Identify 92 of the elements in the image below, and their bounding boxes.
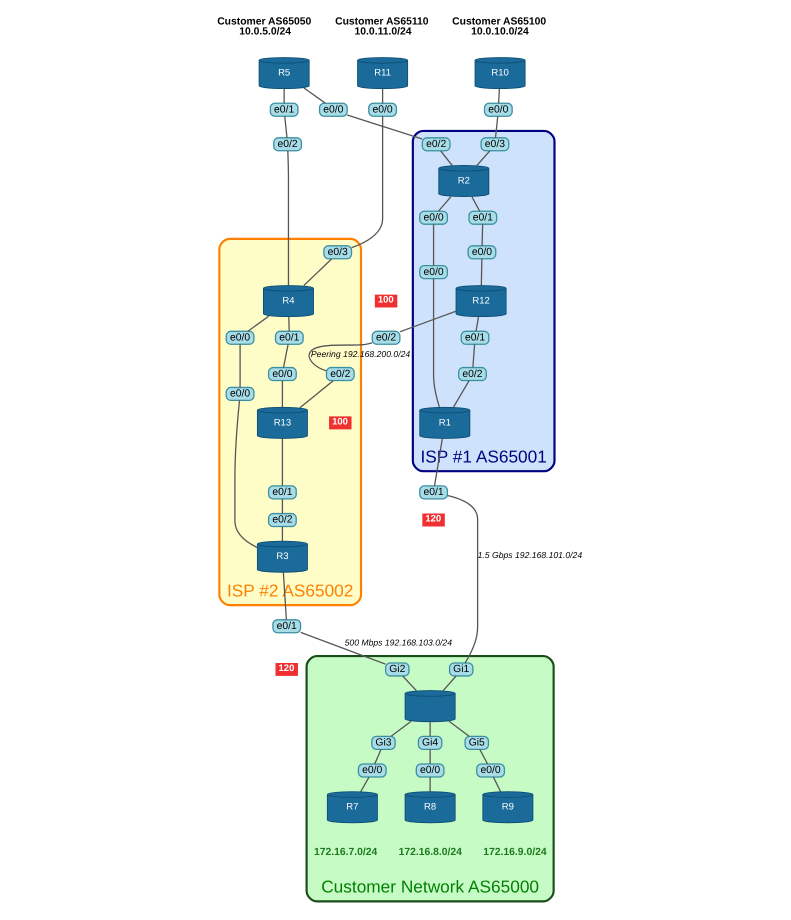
node-box: e0/0 — [476, 763, 505, 778]
connector — [234, 400, 258, 548]
connector — [498, 88, 500, 104]
connector — [284, 116, 288, 138]
node-box: e0/1 — [274, 330, 304, 345]
connector — [442, 676, 456, 692]
node-label: 100 — [332, 416, 348, 428]
node-box: e0/1 — [269, 102, 298, 117]
connector — [478, 749, 488, 764]
connector — [300, 632, 386, 665]
node-label: Customer AS65050 — [216, 16, 311, 28]
connector — [303, 87, 326, 104]
connector — [440, 150, 452, 166]
node-box: e0/0 — [318, 102, 348, 117]
node-box: Gi2 — [384, 662, 410, 677]
connector — [360, 776, 370, 792]
connector — [302, 258, 332, 286]
node-box: Gi5 — [464, 736, 489, 750]
connector — [286, 150, 289, 286]
connector — [474, 316, 479, 332]
connector — [432, 224, 434, 266]
connector — [381, 88, 383, 104]
node-box: e0/0 — [466, 245, 496, 260]
node-box: Gi4 — [417, 736, 442, 750]
connector — [281, 526, 283, 542]
connector — [350, 116, 383, 248]
connector — [428, 777, 430, 792]
node-box: e0/0 — [415, 763, 444, 778]
connector — [452, 380, 470, 408]
connector — [346, 114, 422, 140]
node-box: e0/1 — [267, 485, 296, 500]
node-box: e0/3 — [322, 245, 352, 260]
node-label: 172.16.9.0/24 — [482, 846, 546, 858]
node-label: 120 — [278, 663, 294, 674]
node-box: e0/1 — [418, 485, 448, 500]
connector — [247, 316, 269, 332]
connector — [472, 344, 475, 368]
node-box: e0/0 — [418, 210, 448, 225]
node-box: Gi3 — [370, 736, 396, 750]
connector — [399, 310, 456, 332]
node-box: e0/1 — [460, 330, 489, 345]
node-box: e0/0 — [368, 102, 397, 117]
node-box: e0/2 — [371, 330, 400, 345]
connector — [448, 720, 470, 737]
node-box: Gi1 — [448, 662, 474, 677]
connector — [281, 499, 283, 514]
connector — [428, 750, 430, 764]
connector — [238, 344, 240, 388]
node-box: e0/2 — [325, 366, 354, 382]
connector — [402, 676, 416, 692]
node-label: 10.0.5.0/24 — [238, 26, 291, 38]
node-box: e0/2 — [267, 512, 296, 528]
node-box: e0/2 — [457, 366, 486, 382]
node-box: e0/0 — [267, 366, 296, 382]
connector — [283, 88, 284, 104]
node-box: e0/0 — [225, 330, 254, 345]
node-label: 10.0.11.0/24 — [354, 26, 412, 38]
connector — [288, 316, 290, 332]
connector — [492, 776, 501, 792]
connector — [374, 749, 382, 764]
node-box: e0/0 — [225, 386, 254, 402]
node-box: e0/2 — [272, 137, 302, 152]
node-box: e0/2 — [421, 137, 450, 152]
connector — [281, 438, 283, 486]
connector — [428, 722, 430, 736]
node-label: Customer AS65110 — [334, 16, 428, 28]
connector — [480, 258, 482, 286]
node-box: e0/3 — [480, 137, 509, 152]
connector — [281, 380, 283, 408]
connector — [299, 380, 334, 408]
node-box: e0/1 — [468, 210, 497, 225]
connector — [438, 196, 451, 212]
edge-label: 500 Mbps 192.168.103.0/24 — [344, 638, 452, 648]
node-label: 10.0.10.0/24 — [470, 26, 528, 38]
connector — [308, 342, 372, 372]
node-box: e0/0 — [357, 763, 386, 778]
node-box: e0/0 — [418, 265, 448, 280]
node-label: 120 — [424, 514, 441, 525]
connector — [494, 116, 498, 138]
node-label: 172.16.8.0/24 — [398, 846, 462, 858]
node-box: e0/0 — [483, 102, 512, 117]
node-label: 100 — [377, 294, 394, 306]
connector — [390, 720, 412, 737]
connector — [432, 278, 440, 408]
connector — [282, 344, 288, 368]
node-box: e0/1 — [272, 619, 301, 634]
connector — [480, 224, 483, 246]
connector — [446, 494, 478, 664]
connector — [470, 196, 480, 212]
node-label: Customer AS65100 — [452, 16, 546, 28]
connector — [476, 150, 490, 166]
node-label: 172.16.7.0/24 — [313, 846, 377, 858]
